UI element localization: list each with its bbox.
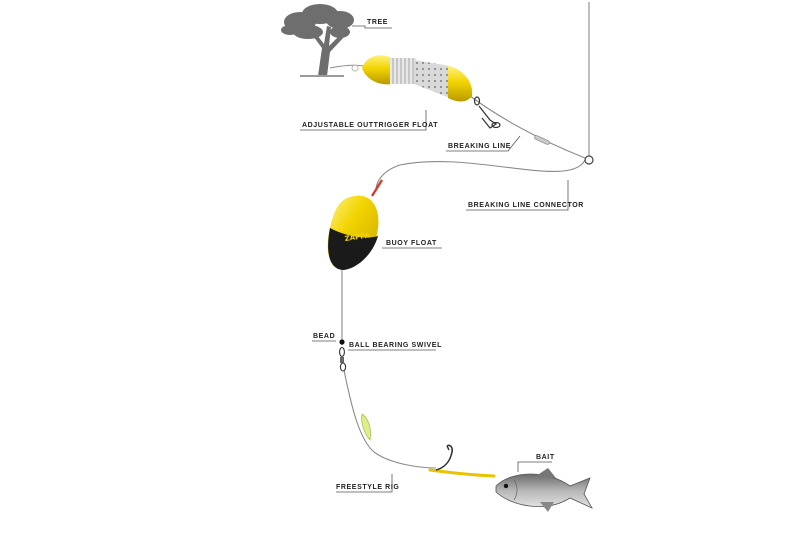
label-tree: TREE (352, 19, 392, 29)
label-ball-bearing-swivel: BALL BEARING SWIVEL (348, 342, 442, 351)
label-freestyle-rig: FREESTYLE RIG (336, 474, 399, 493)
tree-illustration (281, 4, 354, 77)
buoy-float: ZAPPA (327, 179, 384, 270)
hook (428, 444, 496, 478)
svg-text:BEAD: BEAD (313, 333, 335, 340)
svg-text:ADJUSTABLE OUTTRIGGER FLOAT: ADJUSTABLE OUTTRIGGER FLOAT (302, 122, 438, 129)
svg-text:FREESTYLE RIG: FREESTYLE RIG (336, 484, 399, 491)
label-outrigger-float: ADJUSTABLE OUTTRIGGER FLOAT (300, 110, 438, 131)
bead-and-swivel (339, 339, 347, 372)
svg-text:BALL BEARING SWIVEL: BALL BEARING SWIVEL (349, 342, 442, 349)
rig-float (361, 413, 371, 441)
bait-fish (495, 468, 593, 512)
label-bead: BEAD (312, 333, 336, 342)
rig-line (375, 159, 586, 189)
fishing-lines (329, 2, 590, 469)
breaking-line (469, 95, 586, 159)
buoy-brand-text: ZAPPA (344, 231, 371, 243)
outrigger-swivel (473, 96, 501, 129)
swivel-to-hook-line (343, 369, 437, 469)
svg-text:BAIT: BAIT (536, 454, 555, 461)
svg-text:TREE: TREE (367, 19, 388, 26)
label-buoy-float: BUOY FLOAT (382, 240, 442, 249)
label-breaking-line-connector: BREAKING LINE CONNECTOR (466, 180, 584, 211)
breaking-line-connector (534, 135, 594, 165)
svg-text:BREAKING LINE: BREAKING LINE (448, 143, 511, 150)
svg-text:BREAKING LINE CONNECTOR: BREAKING LINE CONNECTOR (468, 202, 584, 209)
outrigger-float (351, 55, 473, 102)
svg-text:BUOY FLOAT: BUOY FLOAT (386, 240, 437, 247)
label-breaking-line: BREAKING LINE (446, 135, 521, 152)
tree-tether-line (329, 64, 365, 69)
label-bait: BAIT (517, 454, 555, 472)
